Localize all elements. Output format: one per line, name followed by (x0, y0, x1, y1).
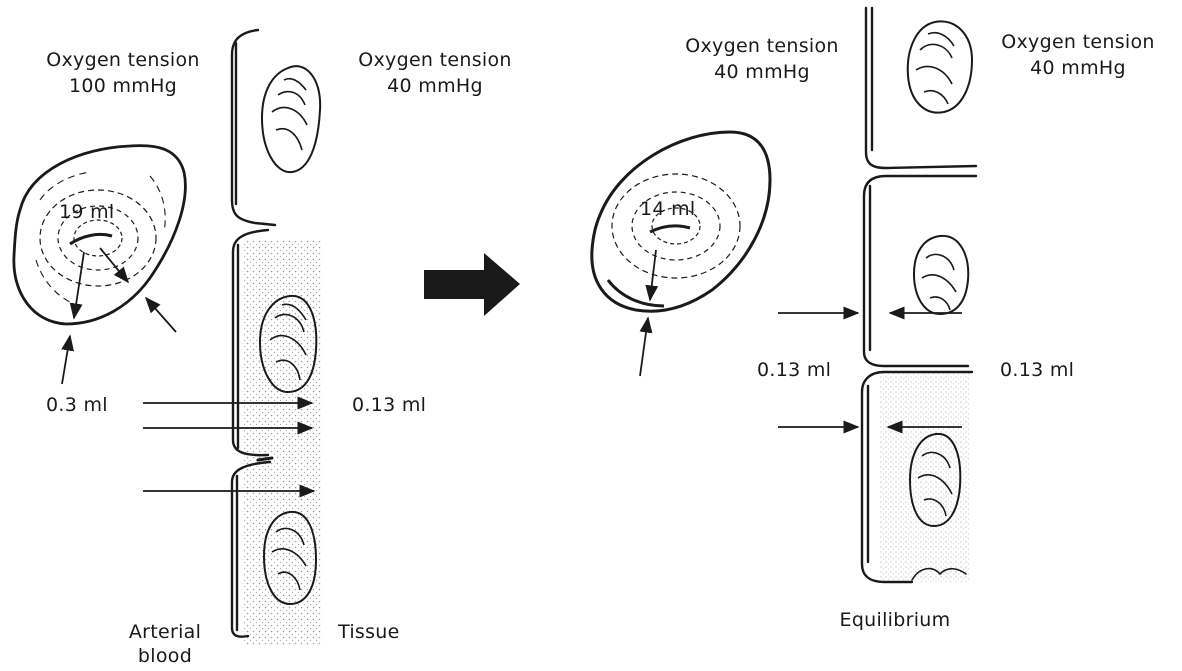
right-tissue-tension-label: Oxygen tension (978, 30, 1178, 54)
left-tissue-content: 0.13 ml (352, 393, 426, 417)
right-rbc-content: 14 ml (640, 197, 696, 221)
tissue-label: Tissue (338, 620, 400, 644)
red-blood-cell-right (592, 132, 770, 311)
left-blood-tension-value: 100 mmHg (18, 74, 228, 98)
right-tissue-tension-value: 40 mmHg (978, 56, 1178, 80)
right-panel (592, 8, 976, 582)
tissue-region-right (880, 372, 970, 582)
tissue-region-left (242, 240, 322, 645)
left-tissue-tension-label: Oxygen tension (330, 48, 540, 72)
left-blood-tension-label: Oxygen tension (18, 48, 228, 72)
left-rbc-content: 19 ml (59, 200, 115, 224)
equilibrium-label: Equilibrium (820, 608, 970, 632)
left-plasma-content: 0.3 ml (46, 393, 108, 417)
tissue-nucleus-right-1 (908, 21, 972, 112)
right-blood-tension-label: Oxygen tension (662, 34, 862, 58)
arterial-label: Arterial (110, 620, 220, 644)
right-tissue-content: 0.13 ml (1000, 358, 1074, 382)
tissue-nucleus-right-2 (914, 236, 968, 314)
right-blood-tension-value: 40 mmHg (662, 60, 862, 84)
left-tissue-tension-value: 40 mmHg (330, 74, 540, 98)
right-plasma-content: 0.13 ml (757, 358, 831, 382)
blood-label: blood (110, 644, 220, 668)
transition-arrow-icon (424, 253, 520, 316)
red-blood-cell-left (14, 146, 186, 324)
left-panel (14, 30, 322, 645)
tissue-nucleus-left-1 (262, 66, 320, 172)
